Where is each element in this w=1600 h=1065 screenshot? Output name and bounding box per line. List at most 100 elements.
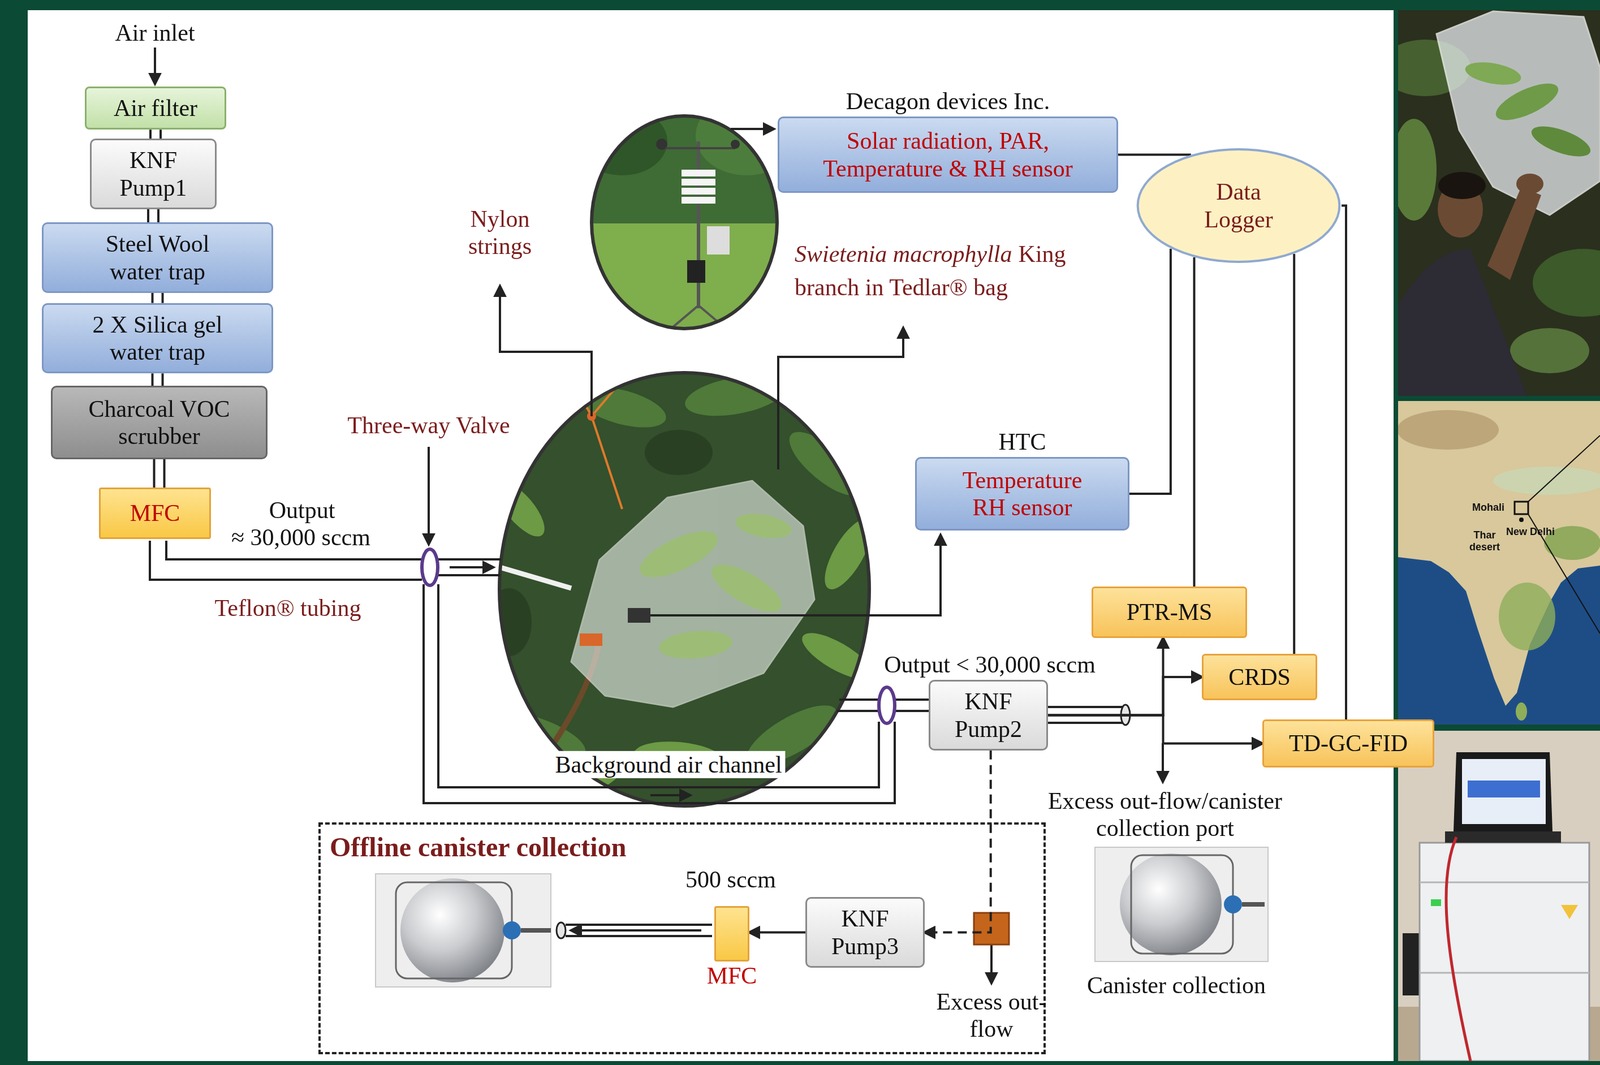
three-way-valve [421,549,438,586]
branch-photo [486,429,883,770]
canister-illustration [395,882,512,979]
teflon-tubing [437,574,500,577]
connector [1341,205,1347,720]
weather-station-photo [576,96,798,331]
weather-station-photo [673,305,699,327]
branch-photo [837,701,883,770]
canister-illustration [1131,855,1233,954]
connector [1129,248,1171,494]
node-text: Steel Wool water trap [89,230,226,286]
field-photo [1438,171,1486,200]
branch-photo [657,627,734,662]
node-heading: HTC [998,428,1047,456]
tube-cap [556,922,566,939]
node-text: Charcoal VOC scrubber [68,395,250,451]
teflon-tubing [565,934,713,938]
connector [1292,253,1296,654]
instrument-photo [1462,758,1546,825]
branch-photo [733,510,793,543]
teflon-tubing [571,929,702,932]
pump-box: KNF Pump2 [928,679,1049,751]
teflon-tubing [837,709,879,713]
leader-line [153,47,157,84]
leader-line [650,535,941,616]
canister-illustration [375,873,551,987]
instrument-photo [1419,881,1590,884]
weather-station-photo [656,138,668,150]
sensor-box: HTCTemperature RH sensor [915,456,1130,531]
mfc-box: MFC [714,906,750,962]
connector [1048,637,1164,716]
teflon-tubing [423,584,895,804]
instrument-photo [1419,972,1590,974]
field-photo [1532,248,1600,317]
scrubber-box: Charcoal VOC scrubber [50,385,268,460]
location-map [1498,582,1556,651]
branch-photo [704,555,788,621]
node-text: Temperature RH sensor [949,466,1097,522]
node-text: KNF Pump3 [822,904,908,960]
canister-illustration [1223,895,1242,914]
canister-illustration [1094,847,1269,962]
mfc-box: MFC [98,487,211,539]
connector [1048,715,1263,744]
connector [152,292,163,304]
connector [148,209,159,223]
annotation-label: Swietenia macrophylla [794,240,1013,268]
annotation-label: 500 sccm [685,865,776,894]
three-way-valve [878,687,895,724]
node-text: Air filter [113,94,198,122]
teflon-tubing [839,698,879,701]
ellipse-outline [1137,149,1340,262]
map-label: New Delhi [1506,525,1555,538]
canister-illustration [1094,847,1269,962]
branch-photo [591,416,623,510]
field-photo [1527,119,1594,163]
teflon-tubing [1161,743,1164,782]
branch-photo [815,512,881,596]
teflon-tubing [437,558,502,561]
weather-station-photo [696,141,701,309]
instrument-box: TD-GC-FID [1262,719,1435,768]
node-heading: MFC [706,962,758,990]
location-map [1528,435,1600,502]
map-label: Thar desert [1462,529,1508,553]
ellipse-outline [1135,148,1342,263]
instrument-photo [1445,831,1561,843]
teflon-tubing [894,698,929,701]
connector [1048,676,1202,716]
connector [924,750,991,933]
teflon-tubing [990,944,993,983]
connector [749,931,806,934]
teflon-tubing [166,540,422,560]
branch-photo [579,633,603,646]
annotation-label: King [1018,240,1067,268]
location-map [1519,517,1524,523]
leader-line [154,47,941,616]
instrument-box: CRDS [1201,653,1318,701]
branch-photo [574,378,671,435]
weather-station-photo [681,187,716,195]
canister-illustration [520,928,551,933]
trap-box: 2 X Silica gel water trap [41,303,274,374]
annotation-label: Three-way Valve [347,411,510,439]
instrument-photo [1446,837,1471,1062]
logger-ellipse: Data Logger [1135,148,1342,263]
branch-photo [682,369,789,423]
instrument-photo [1430,899,1442,907]
annotation-label: Canister collection [1087,971,1266,999]
node-text: TD-GC-FID [1288,729,1408,757]
teflon-tubing [1048,721,1123,724]
location-map [1528,514,1600,634]
leader-line [730,127,774,131]
branch-photo [497,370,871,809]
weather-station-photo [681,169,716,177]
location-map [1398,400,1600,725]
node-text: Data Logger [1196,178,1282,234]
weather-station-photo [687,260,706,283]
instrument-box: PTR-MS [1091,586,1248,638]
canister-illustration [375,873,551,987]
branch-photo [499,567,572,589]
canister-illustration [502,921,521,940]
